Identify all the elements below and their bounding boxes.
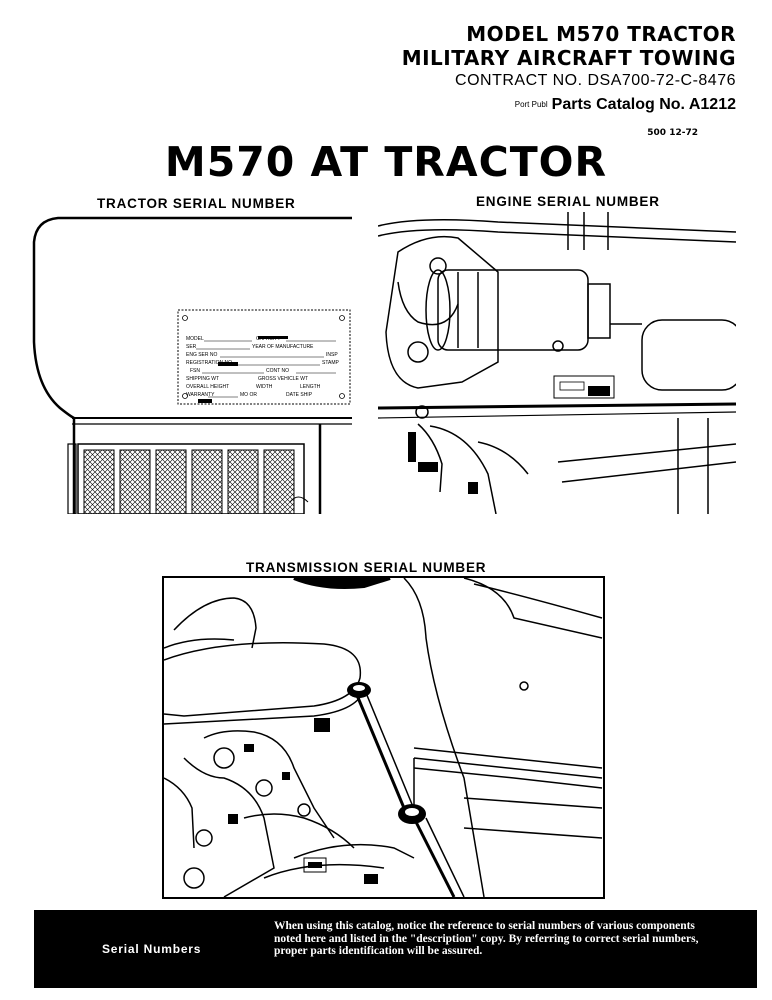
engine-serial-illustration xyxy=(378,212,736,514)
contract-number: CONTRACT NO. DSA700-72-C-8476 xyxy=(455,72,736,89)
transmission-serial-plate xyxy=(303,857,327,873)
plate-label-width: WIDTH xyxy=(256,384,273,390)
footer-title: Serial Numbers xyxy=(102,942,202,956)
revision-code: 500 12-72 xyxy=(647,128,698,138)
plate-label-mo-or: MO OR xyxy=(240,392,257,398)
plate-label-cont-no: CONT NO xyxy=(266,368,289,374)
plate-label-gross-wt: GROSS VEHICLE WT xyxy=(258,376,308,382)
serial-plate: MODEL CAPACITY SER YEAR OF MANUFACTURE E… xyxy=(177,309,351,405)
transmission-serial-caption: TRANSMISSION SERIAL NUMBER xyxy=(246,560,487,575)
plate-label-year: YEAR OF MANUFACTURE xyxy=(252,344,314,350)
transmission-serial-illustration xyxy=(162,576,605,899)
plate-label-ser: SER xyxy=(186,344,197,350)
tractor-serial-illustration: MODEL CAPACITY SER YEAR OF MANUFACTURE E… xyxy=(30,212,352,514)
plate-label-fsn: FSN xyxy=(190,368,200,374)
plate-label-shipping-wt: SHIPPING WT xyxy=(186,376,219,382)
serial-numbers-info-bar: Serial Numbers When using this catalog, … xyxy=(34,910,757,988)
catalog-prefix: Port Publ xyxy=(514,100,548,110)
plate-label-model: MODEL xyxy=(186,336,204,342)
catalog-label: Parts Catalog No. A1212 xyxy=(551,96,736,113)
plate-label-insp: INSP xyxy=(326,352,338,358)
engine-serial-plate xyxy=(553,375,615,399)
plate-label-length: LENGTH xyxy=(300,384,321,390)
model-heading: MODEL M570 TRACTOR xyxy=(466,22,736,46)
engine-serial-caption: ENGINE SERIAL NUMBER xyxy=(476,194,660,209)
plate-label-warranty: WARRANTY xyxy=(186,392,215,398)
page-title: M570 AT TRACTOR xyxy=(164,138,608,186)
plate-label-eng-ser: ENG SER NO xyxy=(186,352,218,358)
plate-label-registration: REGISTRATION NO xyxy=(186,360,232,366)
plate-label-stamp: STAMP xyxy=(322,360,340,366)
plate-label-date-ship: DATE SHIP xyxy=(286,392,313,398)
footer-note: When using this catalog, notice the refe… xyxy=(274,920,699,957)
tractor-serial-caption: TRACTOR SERIAL NUMBER xyxy=(97,196,296,211)
towing-heading: MILITARY AIRCRAFT TOWING xyxy=(401,46,736,70)
plate-label-height: OVERALL HEIGHT xyxy=(186,384,229,390)
